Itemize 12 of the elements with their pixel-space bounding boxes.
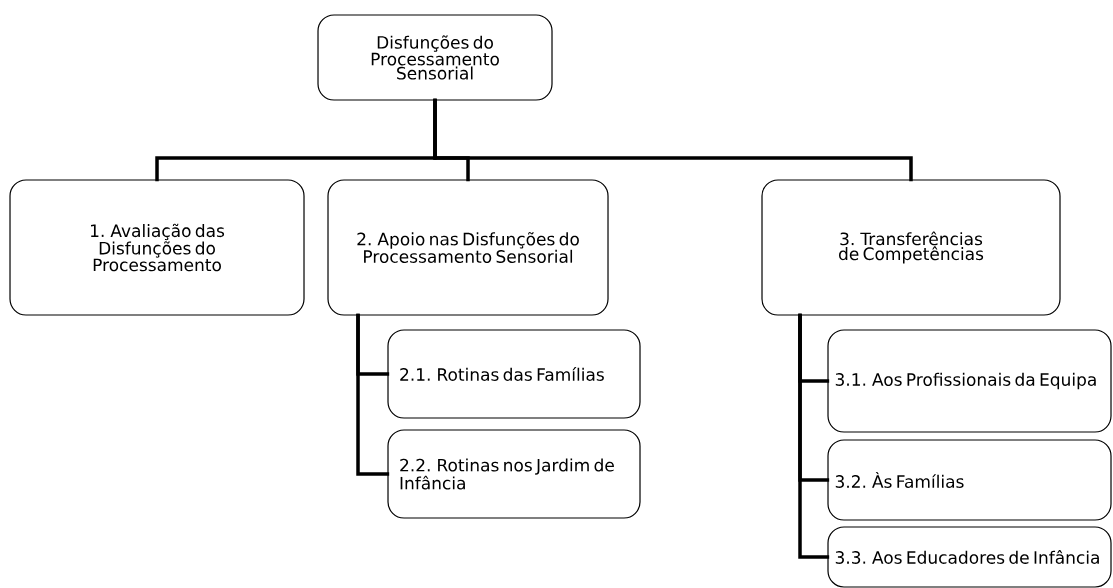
sub-box: 2.2. Rotinas nos Jardim de Infância bbox=[387, 429, 641, 519]
connector-line bbox=[356, 313, 390, 476]
sub-box: 3.2. Às Famílias bbox=[827, 439, 1112, 521]
process-box: 3. Transferências de Competências bbox=[761, 179, 1061, 316]
sub-box: 3.3. Aos Educadores de Infância bbox=[827, 526, 1112, 588]
connector-line bbox=[798, 313, 830, 559]
connector-line bbox=[433, 98, 913, 182]
title-box: Disfunções do Processamento Sensorial bbox=[317, 14, 553, 101]
process-box: 1. Avaliação das Disfunções do Processamento bbox=[9, 179, 305, 316]
sub-box: 2.1. Rotinas das Famílias bbox=[387, 329, 641, 419]
sub-box: 3.1. Aos Profissionais da Equipa bbox=[827, 329, 1112, 433]
process-box: 2. Apoio nas Disfunções do Processamento Sensorial bbox=[327, 179, 609, 316]
